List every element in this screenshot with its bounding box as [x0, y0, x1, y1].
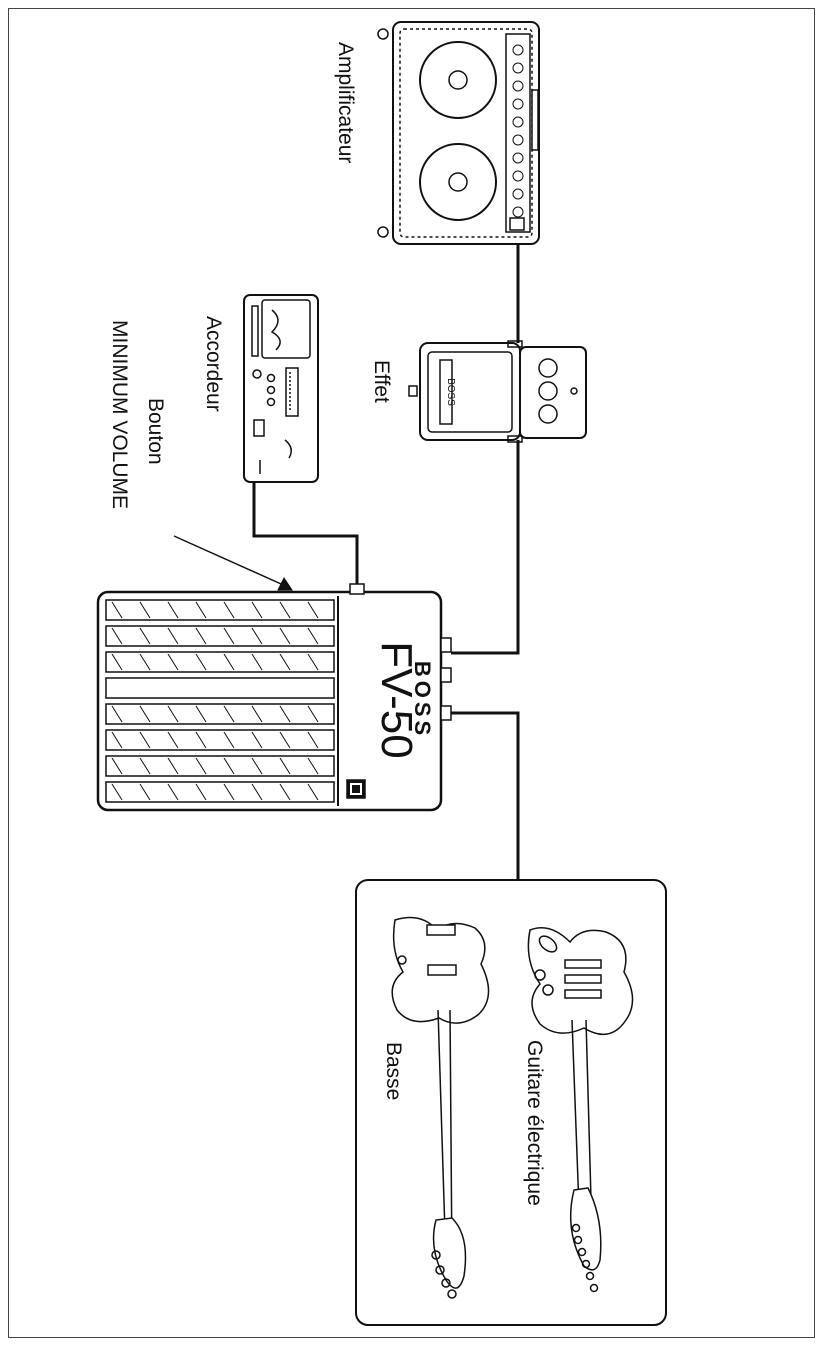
min-volume-label-line2: MINIMUM VOLUME: [108, 320, 131, 509]
min-volume-arrow: [173, 535, 293, 591]
amplifier-label: Amplificateur: [334, 42, 357, 164]
diagram-frame: [8, 8, 815, 1338]
electric-guitar-label: Guitare électrique: [523, 1040, 546, 1206]
min-volume-label-line1: Bouton: [144, 398, 167, 465]
bass-label: Basse: [382, 1042, 405, 1101]
amplifier-icon: [377, 21, 540, 245]
effect-label: Effet: [370, 360, 393, 403]
effect-brand-logo: BOSS: [445, 378, 456, 406]
electric-guitar-icon: [527, 927, 634, 1293]
pedal-brand-logo: BOSS: [410, 661, 435, 739]
tuner-label: Accordeur: [202, 316, 225, 412]
tuner-icon: [243, 294, 319, 483]
pedal-model-label: FV-50: [372, 641, 421, 758]
volume-pedal-icon: [96, 583, 452, 812]
effect-pedal-icon: BOSS: [408, 340, 587, 443]
bass-guitar-icon: [391, 916, 490, 1299]
cables: [252, 244, 520, 880]
